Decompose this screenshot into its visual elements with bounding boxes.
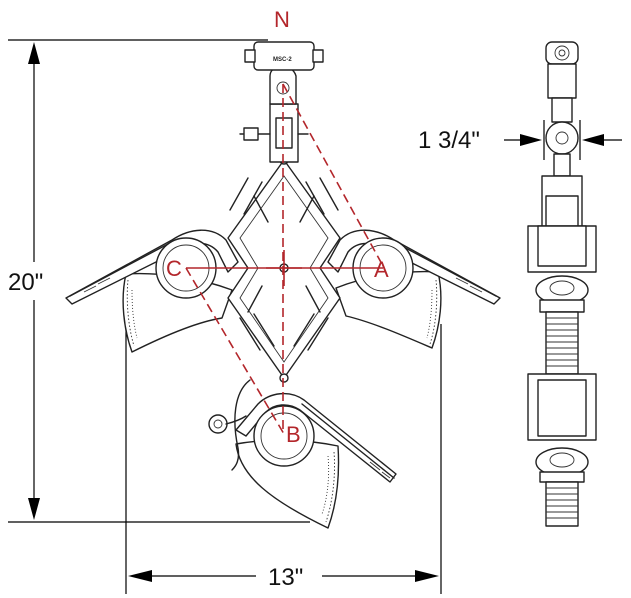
top-shank: [239, 103, 309, 163]
thickness-label: 1 3/4": [418, 127, 480, 154]
label-n: N: [274, 7, 290, 32]
side-view: 1 3/4": [418, 41, 622, 527]
label-a: A: [374, 257, 389, 282]
pulley-b: [253, 405, 315, 467]
geometry-lines: [185, 83, 384, 435]
part-marking: MSC-2: [273, 57, 292, 63]
width-label: 13": [268, 564, 303, 591]
height-label: 20": [8, 269, 43, 296]
front-view: MSC-2 N A C B: [65, 7, 501, 529]
eye-ring: [208, 414, 247, 434]
width-dimension: 13": [125, 318, 442, 594]
label-b: B: [286, 422, 301, 447]
swivel-block: MSC-2: [244, 41, 324, 71]
lower-left-link: [231, 379, 251, 471]
label-c: C: [166, 256, 182, 281]
height-dimension: 20": [8, 39, 310, 523]
